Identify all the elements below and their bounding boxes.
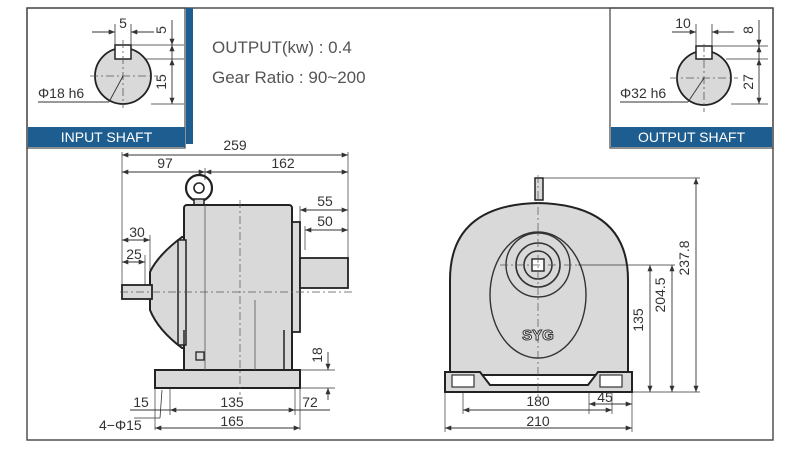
dim-base-offset: 15	[133, 394, 149, 410]
input-height: 15	[153, 74, 169, 90]
dim-overall: 259	[223, 137, 247, 153]
output-spec: OUTPUT(kw) : 0.4	[212, 38, 352, 57]
output-key-width: 10	[675, 15, 691, 31]
dim-out-shaft-2: 50	[317, 213, 333, 229]
output-height: 27	[740, 74, 756, 90]
dim-base-right: 72	[302, 394, 318, 410]
dim-w1: 180	[526, 393, 550, 409]
accent-bar	[186, 8, 193, 144]
input-shaft-label: INPUT SHAFT	[28, 127, 185, 147]
side-view	[120, 152, 355, 431]
output-shaft-label: OUTPUT SHAFT	[611, 127, 772, 147]
dim-h1: 135	[630, 308, 646, 332]
dim-h2: 204.5	[652, 277, 668, 312]
dim-holes: 4−Φ15	[99, 417, 142, 433]
dim-out-shaft-1: 55	[317, 193, 333, 209]
dim-left: 97	[157, 155, 173, 171]
input-diameter: Φ18 h6	[38, 85, 84, 101]
input-key-width: 5	[119, 15, 127, 31]
dim-base-height: 18	[309, 347, 325, 363]
input-shaft-detail	[26, 7, 186, 149]
outer-frame	[26, 7, 774, 441]
input-key-depth: 5	[153, 26, 169, 34]
gear-ratio-spec: Gear Ratio : 90~200	[212, 68, 366, 87]
output-key-depth: 8	[740, 26, 756, 34]
dim-in-shaft-2: 25	[126, 246, 142, 262]
output-diameter: Φ32 h6	[620, 85, 666, 101]
dim-in-shaft-1: 30	[129, 224, 145, 240]
front-view	[444, 175, 700, 432]
output-shaft-detail	[609, 7, 774, 149]
dim-base-mid: 135	[220, 394, 244, 410]
brand-logo: SYG	[522, 327, 554, 344]
dim-h3: 237.8	[676, 240, 692, 275]
dim-right: 162	[271, 155, 295, 171]
dim-w2: 45	[597, 389, 613, 405]
dim-base-total: 165	[220, 413, 244, 429]
dim-w3: 210	[526, 413, 550, 429]
